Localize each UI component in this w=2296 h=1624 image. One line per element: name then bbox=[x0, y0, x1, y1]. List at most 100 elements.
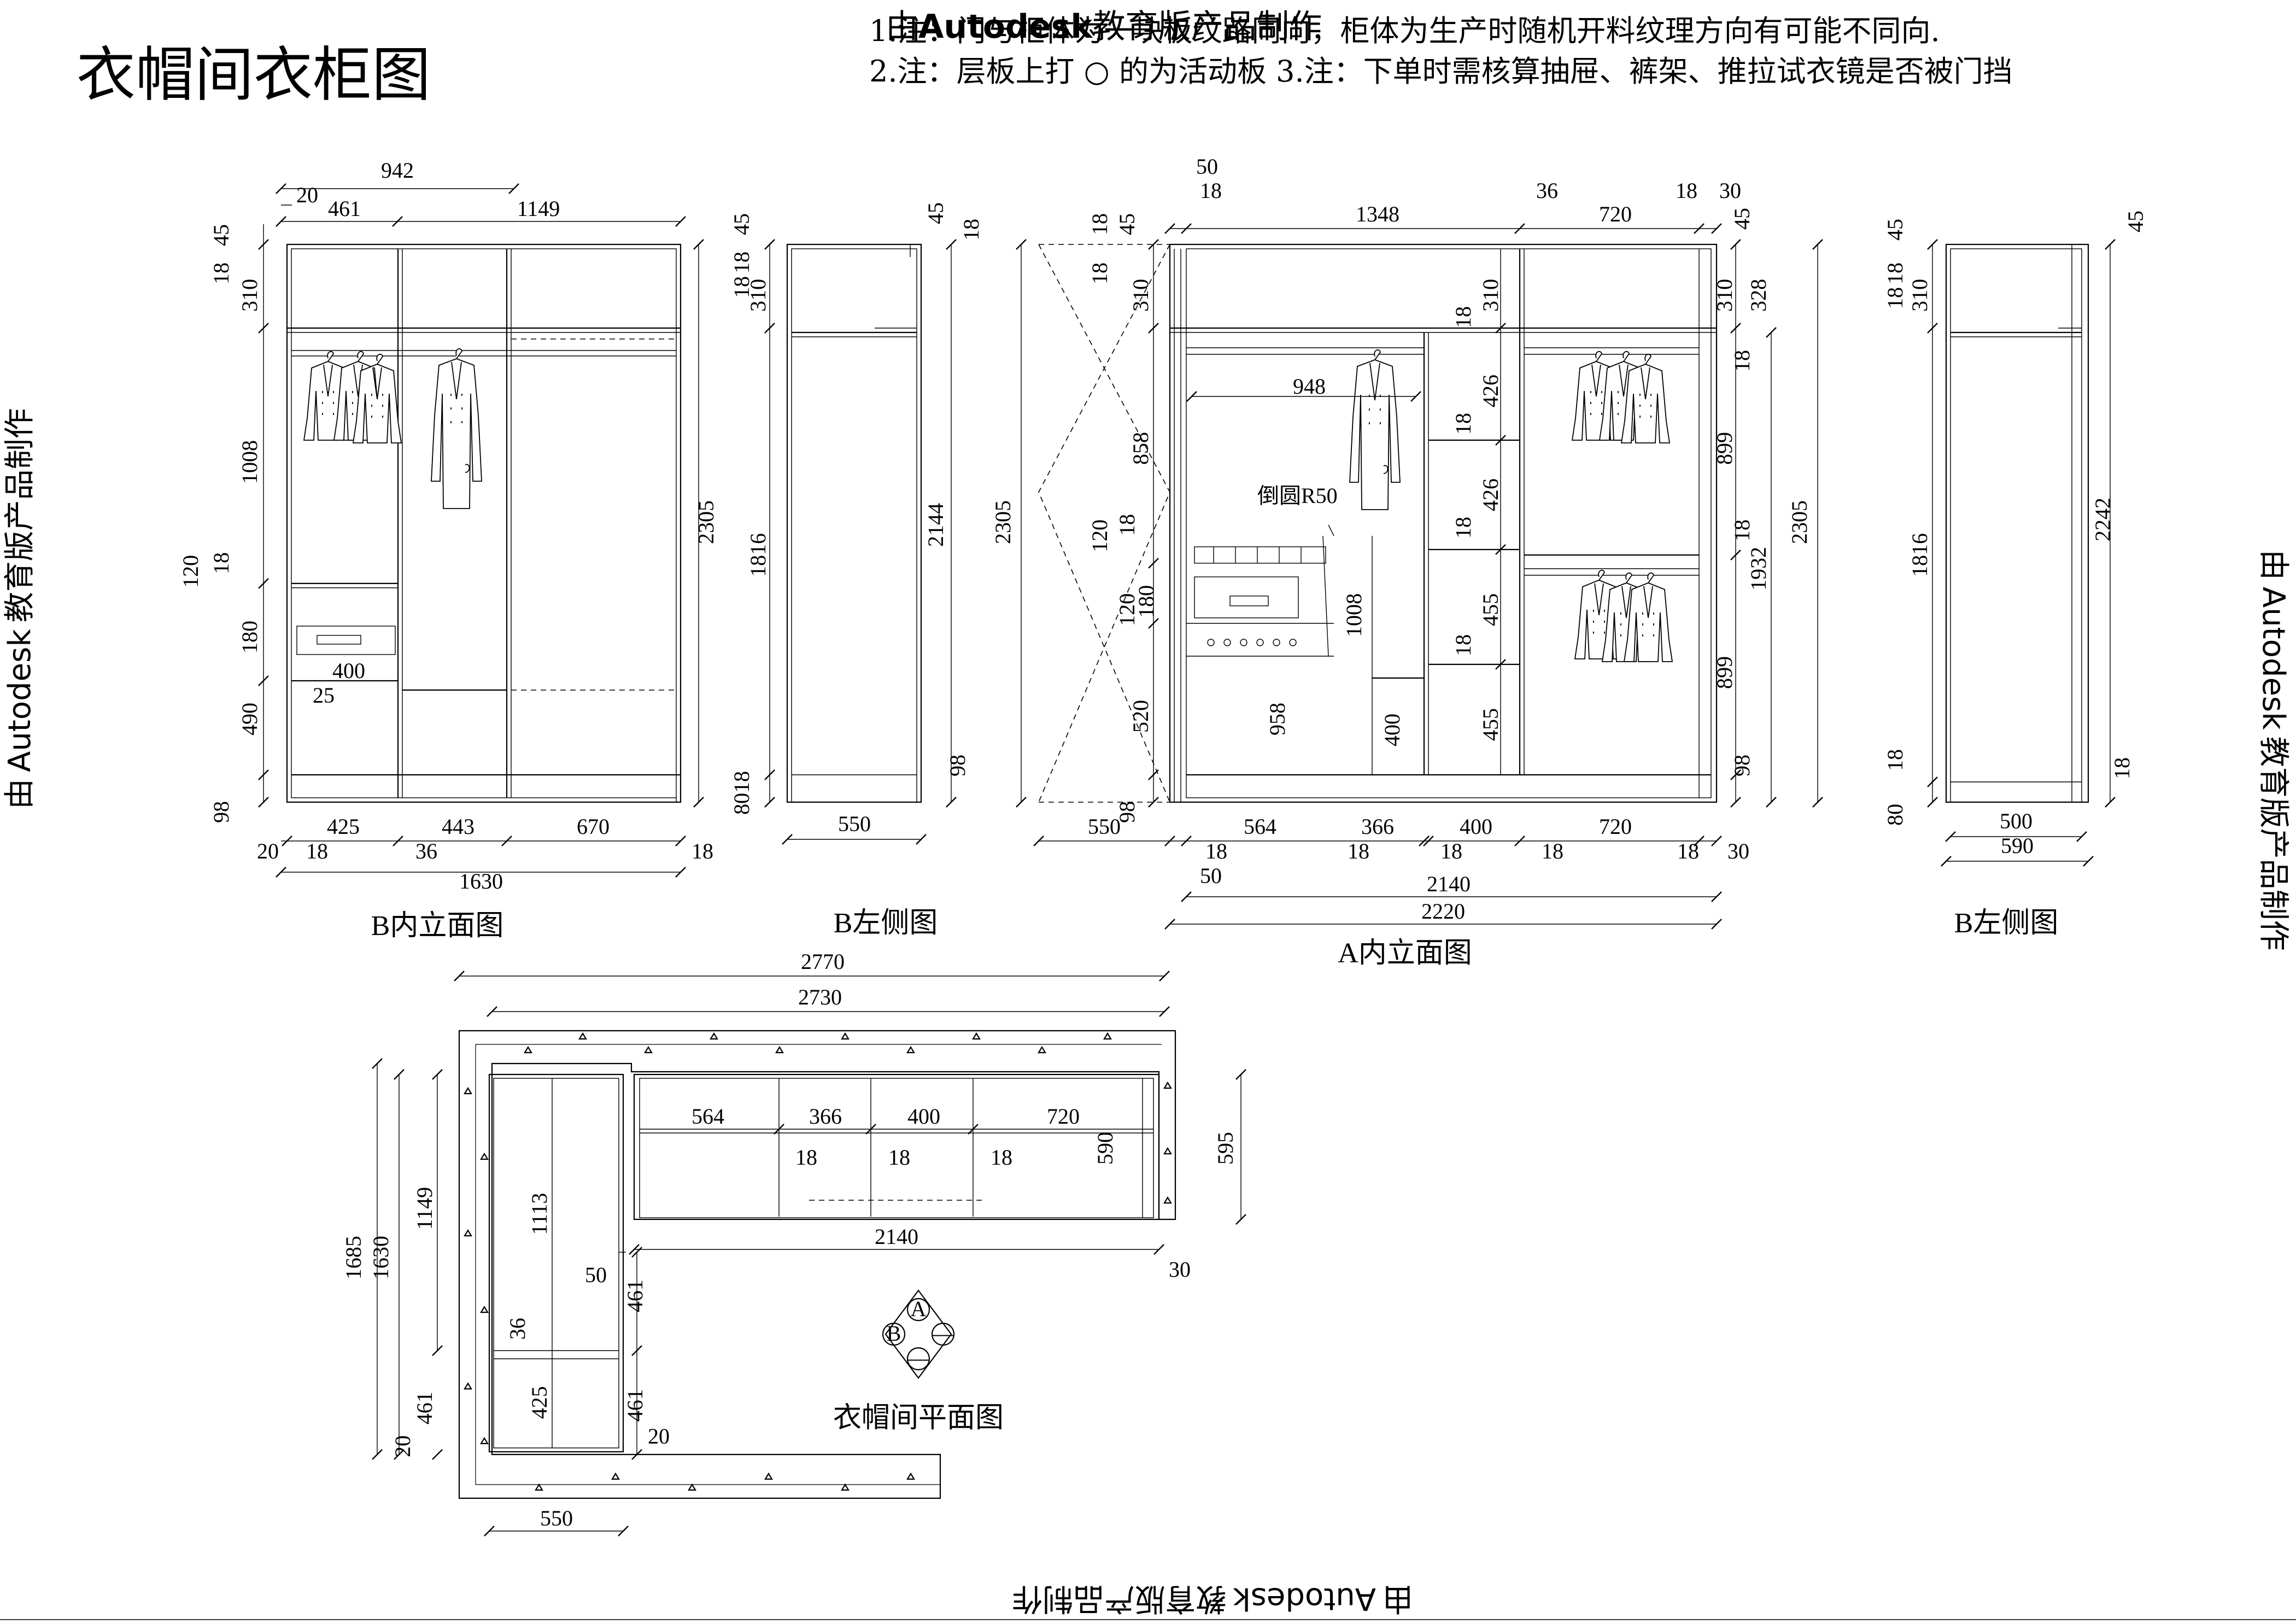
dim: 2730 bbox=[798, 985, 842, 1009]
b-left-side-1: B左侧图 45 18 18 310 1816 80 18 45 18 2144 … bbox=[729, 202, 983, 939]
dim: 30 bbox=[1169, 1257, 1191, 1282]
dim: 45 bbox=[1730, 208, 1754, 230]
dim: 2144 bbox=[923, 503, 948, 547]
dim: 18 bbox=[1451, 306, 1475, 328]
watermark-suffix: 教育版产品制作 bbox=[1012, 1581, 1226, 1616]
watermark-left: 由Autodesk教育版产品制作 bbox=[2, 408, 38, 809]
dim: 425 bbox=[527, 1386, 552, 1419]
dim: 858 bbox=[1128, 432, 1153, 465]
dim: 720 bbox=[1599, 814, 1632, 839]
fillet-annotation: 倒圆R50 bbox=[1257, 483, 1338, 508]
dim: 18 bbox=[1677, 839, 1699, 863]
dim: 45 bbox=[2123, 211, 2148, 232]
b-inner-caption: B内立面图 bbox=[371, 910, 504, 942]
dim: 1816 bbox=[1907, 533, 1932, 577]
dim: 1816 bbox=[746, 533, 770, 577]
dim: 500 bbox=[2000, 809, 2033, 833]
compass-b: B bbox=[887, 1321, 901, 1346]
dim: 400 bbox=[332, 658, 365, 683]
dim: 98 bbox=[1730, 755, 1754, 776]
dim: 564 bbox=[692, 1104, 724, 1129]
dim: 1113 bbox=[527, 1193, 552, 1235]
dim: 400 bbox=[1460, 814, 1492, 839]
dim: 18 bbox=[991, 1145, 1012, 1170]
watermark-brand: Autodesk bbox=[918, 8, 1093, 46]
dim: 958 bbox=[1265, 703, 1290, 735]
dim: 590 bbox=[1093, 1132, 1117, 1165]
dim: 120 bbox=[1115, 593, 1139, 626]
dim: 948 bbox=[1293, 374, 1326, 399]
watermark-bottom: 由Autodesk教育版产品制作 bbox=[1012, 1581, 1413, 1616]
dim: 18 bbox=[1883, 262, 1907, 284]
dim: 899 bbox=[1712, 432, 1737, 465]
watermark-right: 由Autodesk教育版产品制作 bbox=[2256, 550, 2291, 951]
watermark-brand: Autodesk bbox=[2, 629, 38, 772]
a-inner-elevation: 倒圆R50 A内立面图 bbox=[1038, 243, 1718, 969]
dim: 98 bbox=[945, 755, 970, 776]
dim: 98 bbox=[209, 801, 233, 823]
b-left-side-2: B左侧图 45 18 18 310 1816 18 80 45 2242 18 … bbox=[1883, 211, 2148, 939]
b-inner-dimensions: 942 20 461 1149 45 18 310 1008 120 18 18… bbox=[178, 158, 718, 893]
dim: 18 bbox=[1087, 262, 1112, 284]
dim: 50 bbox=[1200, 863, 1222, 888]
dim: 899 bbox=[1712, 656, 1737, 689]
dim: 2770 bbox=[801, 949, 845, 974]
dim: 45 bbox=[209, 224, 233, 246]
dim: 45 bbox=[1883, 219, 1907, 241]
dim: 366 bbox=[1361, 814, 1394, 839]
dim: 36 bbox=[505, 1318, 530, 1340]
dim: 2242 bbox=[2090, 498, 2115, 541]
dim: 720 bbox=[1047, 1104, 1080, 1129]
dim: 25 bbox=[313, 683, 335, 708]
dim: 18 bbox=[1451, 634, 1475, 656]
dim: 18 bbox=[2110, 757, 2134, 779]
dim: 564 bbox=[1244, 814, 1276, 839]
compass-a: A bbox=[911, 1296, 927, 1321]
b-inner-elevation: B内立面图 bbox=[286, 243, 682, 942]
dim: 310 bbox=[1712, 279, 1737, 312]
dim: 425 bbox=[327, 814, 360, 839]
dim: 18 bbox=[1451, 517, 1475, 539]
dim: 18 bbox=[209, 262, 233, 284]
dim: 461 bbox=[623, 1280, 647, 1312]
watermark-prefix: 由 bbox=[2, 779, 38, 809]
orientation-compass: A B — — bbox=[882, 1289, 955, 1379]
a-inner-caption: A内立面图 bbox=[1338, 938, 1472, 969]
dim: 1932 bbox=[1746, 547, 1771, 591]
dim: 550 bbox=[1088, 814, 1121, 839]
dim: 18 bbox=[1676, 178, 1697, 203]
compass-d: — bbox=[907, 1346, 930, 1370]
dim: 120 bbox=[1087, 519, 1112, 552]
watermark-prefix: 由 bbox=[1383, 1581, 1413, 1616]
dim: 45 bbox=[1115, 213, 1139, 235]
dim: 1348 bbox=[1356, 202, 1399, 226]
dim: 18 bbox=[1542, 839, 1563, 863]
dim: 2305 bbox=[991, 500, 1015, 544]
dim: 550 bbox=[838, 811, 871, 836]
dim: 98 bbox=[1115, 801, 1139, 823]
plan-caption: 衣帽间平面图 bbox=[833, 1403, 1004, 1434]
dim: 36 bbox=[415, 839, 437, 863]
dim: 18 bbox=[1730, 519, 1754, 541]
dim: 20 bbox=[648, 1424, 670, 1448]
a-inner-dimensions: 50 18 1348 36 720 18 30 18 45 18 310 858… bbox=[991, 154, 1824, 930]
dim: 455 bbox=[1478, 593, 1503, 626]
watermark-brand: Autodesk bbox=[2256, 587, 2291, 730]
dim: 45 bbox=[923, 202, 948, 224]
dim: 18 bbox=[209, 552, 233, 574]
dim: 18 bbox=[1200, 178, 1222, 203]
dim: 45 bbox=[729, 213, 754, 235]
dim: 2140 bbox=[1427, 872, 1471, 896]
dim: 50 bbox=[1196, 154, 1218, 179]
dim: 18 bbox=[795, 1145, 817, 1170]
dim: 2220 bbox=[1421, 899, 1465, 924]
dim: 455 bbox=[1478, 708, 1503, 741]
dim: 20 bbox=[296, 183, 318, 207]
dim: 18 bbox=[729, 252, 754, 273]
dim: 1630 bbox=[368, 1236, 393, 1280]
dim: 20 bbox=[390, 1435, 415, 1457]
watermark-brand: Autodesk bbox=[1233, 1581, 1376, 1616]
dim: 461 bbox=[328, 196, 361, 221]
dim: 2305 bbox=[1787, 500, 1812, 544]
